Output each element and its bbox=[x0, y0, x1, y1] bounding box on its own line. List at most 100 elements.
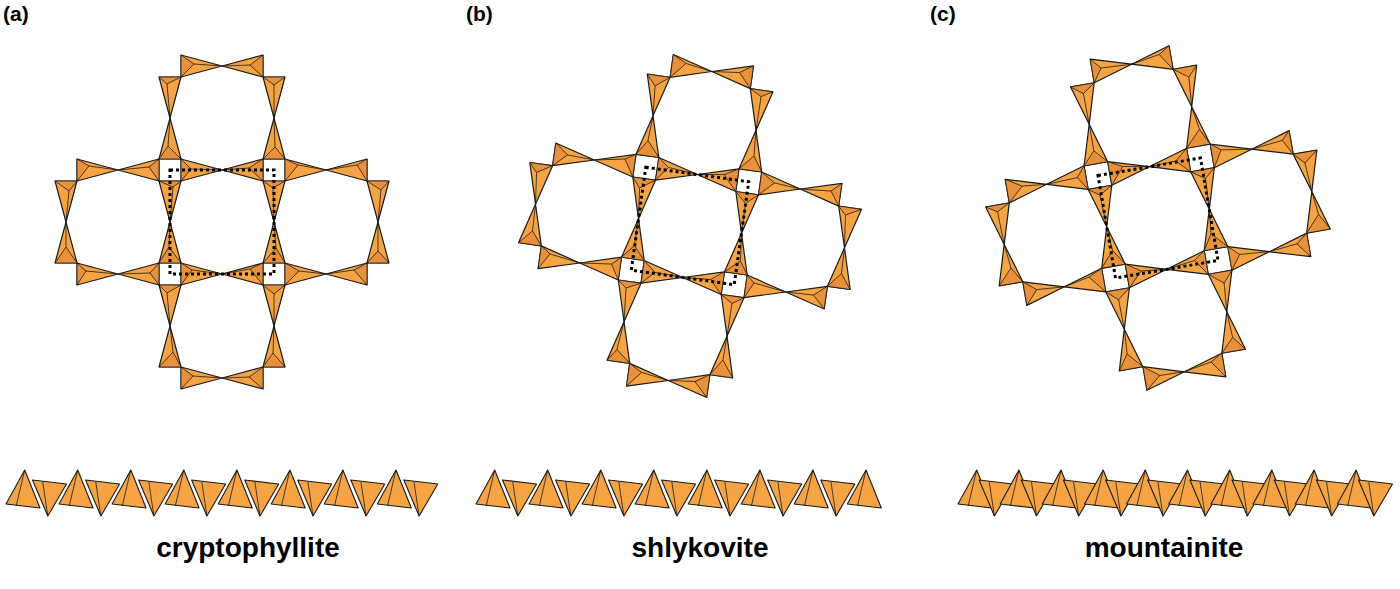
tetrahedron-side bbox=[298, 480, 332, 516]
tetrahedron-face bbox=[1307, 214, 1331, 233]
tetrahedron-edge bbox=[194, 64, 222, 66]
tetrahedron-side bbox=[556, 480, 590, 516]
tetrahedron-face bbox=[999, 268, 1023, 286]
tetrahedron-edge bbox=[1053, 470, 1062, 506]
tetrahedron-edge bbox=[326, 270, 354, 274]
tetrahedron-face bbox=[159, 146, 181, 159]
tetrahedron bbox=[1106, 288, 1130, 330]
tetrahedron-edge bbox=[968, 470, 977, 506]
tetrahedron bbox=[222, 55, 263, 77]
tetrahedron bbox=[618, 280, 641, 322]
tetrahedron bbox=[710, 336, 733, 378]
tetrahedron bbox=[594, 154, 636, 177]
tetrahedron-edge bbox=[89, 166, 118, 170]
tetrahedron-side bbox=[86, 480, 120, 516]
tetrahedron bbox=[636, 116, 659, 158]
tetrahedron bbox=[800, 183, 842, 206]
tetrahedron-side bbox=[529, 470, 563, 508]
panel-letter: (a) bbox=[3, 2, 29, 26]
tetrahedron bbox=[1210, 144, 1252, 168]
tetrahedron bbox=[750, 89, 773, 131]
tetrahedron-face bbox=[636, 141, 659, 158]
tetrahedron-side bbox=[271, 470, 305, 508]
tetrahedron-side bbox=[476, 470, 510, 508]
tetrahedron-face bbox=[1293, 150, 1317, 163]
tetrahedron bbox=[839, 206, 862, 248]
tetrahedron-edge bbox=[619, 482, 624, 516]
tetrahedron bbox=[118, 263, 159, 285]
tetrahedron-face bbox=[1282, 131, 1293, 155]
tetrahedron-edge bbox=[751, 470, 760, 506]
tetrahedron-edge bbox=[580, 263, 612, 264]
tetrahedron-edge bbox=[831, 482, 836, 516]
tetrahedron-face bbox=[77, 159, 89, 181]
tetrahedron-edge bbox=[683, 277, 711, 279]
tetrahedron-edge bbox=[1004, 244, 1011, 268]
tetrahedron bbox=[607, 322, 630, 364]
tetrahedron-side bbox=[503, 480, 537, 516]
tetrahedron-side bbox=[165, 470, 199, 508]
tetrahedron-edge bbox=[594, 159, 625, 161]
tetrahedron-edge bbox=[168, 118, 170, 146]
tetrahedron-edge bbox=[804, 470, 813, 506]
tetrahedron bbox=[285, 159, 326, 181]
tetrahedron bbox=[759, 172, 801, 195]
tetrahedron-edge bbox=[1031, 482, 1036, 516]
tetrahedron-edge bbox=[786, 292, 814, 295]
tetrahedron-edge bbox=[122, 470, 131, 506]
tetrahedron-edge bbox=[1095, 470, 1104, 506]
tetrahedron-edge bbox=[66, 222, 67, 247]
tetrahedron-face bbox=[538, 246, 550, 269]
tetrahedron-side bbox=[794, 470, 828, 508]
tetrahedron-edge bbox=[624, 288, 626, 322]
tetrahedron-edge bbox=[202, 482, 207, 516]
tetrahedron-face bbox=[263, 77, 285, 85]
tetrahedron-face bbox=[55, 181, 77, 191]
tetrahedron bbox=[647, 74, 670, 116]
tetrahedron-face bbox=[263, 147, 285, 159]
tetrahedron-side bbox=[688, 470, 722, 508]
tetrahedron-edge bbox=[668, 380, 695, 381]
unit-cell-outline bbox=[631, 167, 748, 284]
tetrahedron-edge bbox=[1221, 149, 1252, 151]
tetrahedron-side bbox=[662, 480, 696, 516]
tetrahedron bbox=[1173, 65, 1197, 107]
tetrahedron-edge bbox=[778, 482, 783, 516]
tetrahedron-face bbox=[839, 206, 862, 215]
tetrahedron-edge bbox=[1022, 184, 1047, 186]
tetrahedron bbox=[553, 143, 595, 166]
tetrahedron-edge bbox=[1064, 277, 1089, 287]
tetrahedron-edge bbox=[175, 470, 184, 506]
mineral-name: cryptophyllite bbox=[156, 532, 340, 564]
tetrahedron-edge bbox=[1269, 244, 1297, 252]
tetrahedron-edge bbox=[255, 482, 260, 516]
tetrahedron-face bbox=[159, 285, 181, 293]
tetrahedron-edge bbox=[1252, 140, 1283, 149]
tetrahedron-face bbox=[1106, 288, 1130, 300]
tetrahedron-edge bbox=[281, 470, 290, 506]
tetrahedron-edge bbox=[1132, 55, 1160, 65]
tetrahedron-face bbox=[181, 367, 193, 389]
tetrahedron-edge bbox=[86, 271, 118, 274]
tetrahedron-side bbox=[582, 470, 616, 508]
tetrahedron bbox=[1023, 282, 1065, 306]
tetrahedron-face bbox=[710, 360, 733, 378]
tetrahedron-edge bbox=[1242, 482, 1247, 516]
tetrahedron-face bbox=[670, 55, 686, 78]
tetrahedron bbox=[263, 77, 285, 118]
tetrahedron-edge bbox=[1221, 470, 1230, 506]
tetrahedron bbox=[633, 177, 656, 219]
tetrahedron-side bbox=[741, 470, 775, 508]
tetrahedron bbox=[1071, 83, 1095, 125]
tetrahedron-face bbox=[1090, 59, 1101, 83]
tetrahedron bbox=[77, 159, 118, 181]
tetrahedron-edge bbox=[66, 191, 69, 222]
tetrahedron bbox=[263, 326, 285, 367]
tetrahedron bbox=[622, 219, 645, 261]
tetrahedron-face bbox=[263, 285, 285, 294]
tetrahedron bbox=[1204, 209, 1228, 251]
tetrahedron-side bbox=[218, 470, 252, 508]
tetrahedron bbox=[159, 77, 181, 118]
tetrahedron-edge bbox=[1224, 283, 1227, 312]
